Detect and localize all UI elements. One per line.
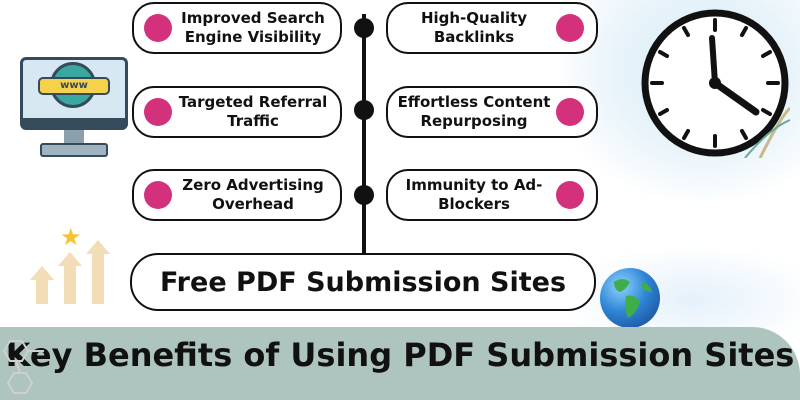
center-title-pill: Free PDF Submission Sites: [130, 253, 596, 311]
pink-dot-icon: [556, 14, 584, 42]
pink-dot-icon: [144, 14, 172, 42]
clock-icon: [641, 9, 790, 158]
bottom-banner: [0, 327, 800, 400]
benefit-pill: Effortless Content Repurposing: [386, 86, 598, 138]
growth-arrows-icon: [30, 240, 120, 305]
pink-dot-icon: [556, 98, 584, 126]
pink-dot-icon: [556, 181, 584, 209]
timeline-spine: [362, 14, 366, 262]
benefit-pill: Improved Search Engine Visibility: [132, 2, 342, 54]
monitor-neck: [64, 130, 84, 144]
timeline-node: [354, 100, 374, 120]
benefit-label: Zero Advertising Overhead: [182, 176, 324, 213]
benefit-pill: Immunity to Ad-Blockers: [386, 169, 598, 221]
monitor-base: [40, 143, 108, 157]
benefit-label: Targeted Referral Traffic: [178, 93, 328, 130]
banner-title: Key Benefits of Using PDF Submission Sit…: [5, 336, 795, 374]
timeline-node: [354, 185, 374, 205]
pink-dot-icon: [144, 98, 172, 126]
benefit-label: High-Quality Backlinks: [420, 9, 528, 46]
benefit-pill: High-Quality Backlinks: [386, 2, 598, 54]
monitor-chin: [20, 118, 128, 130]
benefit-label: Effortless Content Repurposing: [397, 93, 551, 130]
molecule-icon: [2, 340, 44, 394]
benefit-label: Improved Search Engine Visibility: [181, 9, 325, 46]
center-title: Free PDF Submission Sites: [159, 266, 567, 298]
benefit-pill: Zero Advertising Overhead: [132, 169, 342, 221]
benefit-pill: Targeted Referral Traffic: [132, 86, 342, 138]
benefit-label: Immunity to Ad-Blockers: [405, 176, 543, 213]
earth-globe-icon: [600, 268, 660, 328]
timeline-node: [354, 18, 374, 38]
pink-dot-icon: [144, 181, 172, 209]
www-tag: www: [38, 77, 110, 95]
star-icon: ★: [60, 223, 82, 251]
